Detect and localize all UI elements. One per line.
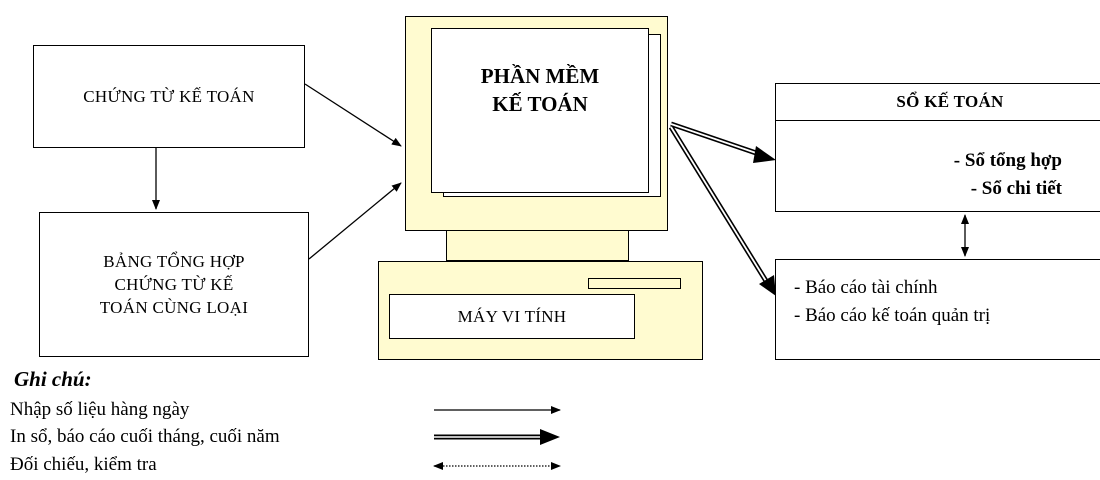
summary-table-box: BẢNG TỔNG HỢP CHỨNG TỪ KẾ TOÁN CÙNG LOẠI [39,212,309,357]
ledger-item-summary: - Sổ tổng hợp [953,150,1062,171]
report-item-financial: - Báo cáo tài chính [794,277,938,298]
legend-item-daily-input: Nhập số liệu hàng ngày [10,399,190,420]
summary-table-line-1: BẢNG TỔNG HỢP [103,252,245,271]
ledger-body: - Sổ tổng hợp - Sổ chi tiết [775,120,1100,212]
computer-label: MÁY VI TÍNH [457,306,567,326]
arrow-summary-to-computer [308,182,402,260]
ledger-header: SỔ KẾ TOÁN [775,83,1100,121]
disk-drive-slot [588,278,681,289]
arrow-documents-to-computer [304,83,402,147]
summary-table-line-2: CHỨNG TỪ KẾ [114,275,234,294]
ledger-item-detail: - Sổ chi tiết [970,178,1062,199]
arrow-computer-to-ledger [670,121,776,163]
legend-double-arrow [434,429,560,445]
arrow-computer-to-reports [668,125,776,296]
software-title: PHẦN MỀM KẾ TOÁN [431,62,649,118]
summary-table-line-3: TOÁN CÙNG LOẠI [99,298,249,317]
legend-item-print-reports: In sổ, báo cáo cuối tháng, cuối năm [10,426,280,447]
computer-label-box: MÁY VI TÍNH [389,294,635,339]
software-title-line-2: KẾ TOÁN [492,92,588,116]
reports-box: - Báo cáo tài chính - Báo cáo kế toán qu… [775,259,1100,360]
legend-title: Ghi chú: [14,367,92,391]
accounting-documents-box: CHỨNG TỪ KẾ TOÁN [33,45,305,148]
ledger-title: SỔ KẾ TOÁN [896,92,1004,111]
accounting-documents-label: CHỨNG TỪ KẾ TOÁN [83,86,255,106]
monitor-screen [431,28,649,193]
report-item-management: - Báo cáo kế toán quản trị [794,305,991,326]
legend-item-reconcile: Đối chiếu, kiểm tra [10,454,157,475]
software-title-line-1: PHẦN MỀM [480,64,600,88]
monitor-neck [446,231,629,261]
